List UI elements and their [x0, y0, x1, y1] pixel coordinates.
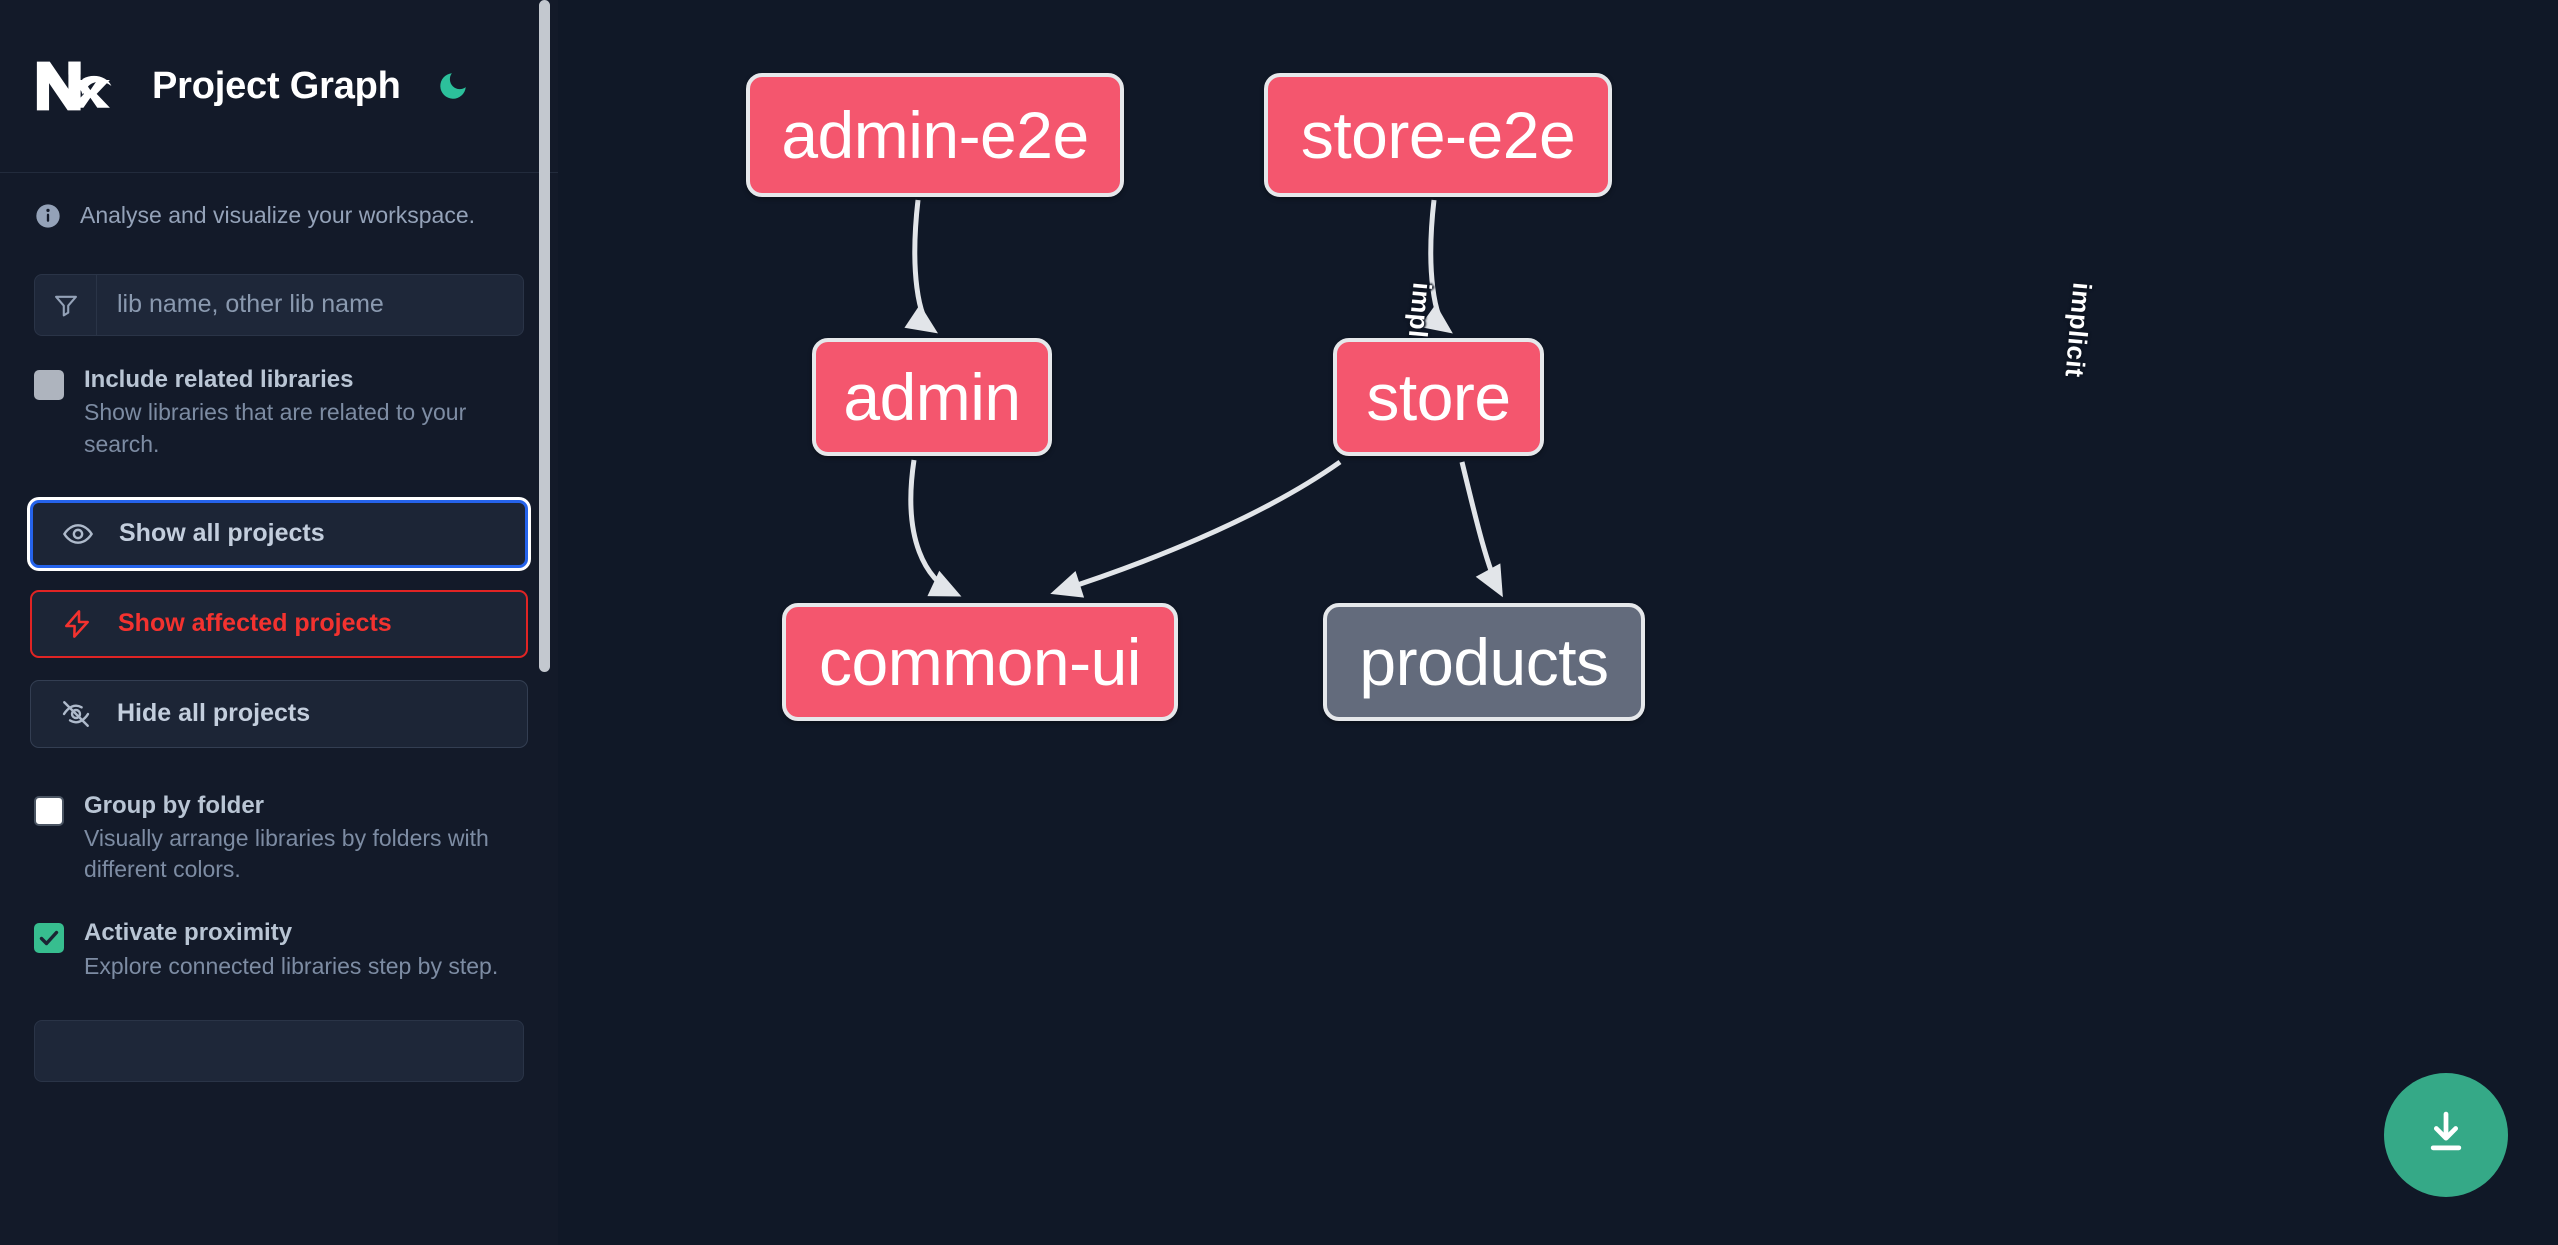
eye-icon: [61, 517, 95, 551]
graph-canvas[interactable]: implicit implicit admin-e2e store-e2e ad…: [558, 0, 2558, 1245]
graph-node-common-ui[interactable]: common-ui: [782, 603, 1178, 721]
edge-store-products: [1459, 461, 1503, 598]
lightning-bolt-icon: [60, 607, 94, 641]
show-affected-projects-button[interactable]: Show affected projects: [30, 589, 528, 658]
download-icon: [2419, 1106, 2473, 1165]
graph-node-store-e2e[interactable]: store-e2e: [1264, 73, 1612, 197]
graph-node-admin-e2e[interactable]: admin-e2e: [746, 73, 1124, 197]
show-all-projects-label: Show all projects: [119, 519, 325, 548]
option-description: Visually arrange libraries by folders wi…: [84, 825, 489, 883]
option-description: Explore connected libraries step by step…: [84, 952, 499, 979]
edge-store-e2e-store: [1419, 199, 1453, 334]
info-icon: [34, 202, 62, 230]
nx-logo-icon: [34, 57, 120, 115]
search-bar[interactable]: [34, 273, 524, 336]
project-action-buttons: Show all projects Show affected projects: [30, 499, 528, 748]
edge-store-common-ui: [1050, 459, 1342, 598]
checkbox-group-by-folder[interactable]: [34, 795, 64, 826]
edge-admin-e2e-admin: [904, 199, 938, 334]
graph-node-admin[interactable]: admin: [812, 338, 1052, 456]
hide-all-projects-button[interactable]: Hide all projects: [30, 679, 528, 748]
graph-edges: [904, 199, 1503, 598]
graph-node-products[interactable]: products: [1323, 603, 1645, 721]
tagline-text: Analyse and visualize your workspace.: [80, 202, 476, 228]
option-label: Include related libraries: [84, 365, 354, 393]
option-include-related-libraries[interactable]: Include related libraries Show libraries…: [0, 336, 558, 460]
checkbox-include-related-libraries[interactable]: [34, 369, 64, 400]
option-label: Group by folder: [84, 791, 264, 819]
tagline: Analyse and visualize your workspace.: [0, 173, 558, 231]
hide-all-projects-label: Hide all projects: [117, 699, 311, 728]
proximity-slider-placeholder[interactable]: [34, 1019, 524, 1082]
moon-icon[interactable]: [433, 66, 473, 106]
option-activate-proximity[interactable]: Activate proximity Explore connected lib…: [0, 885, 558, 982]
option-label: Activate proximity: [84, 919, 293, 947]
sidebar-header: Project Graph: [0, 0, 558, 173]
page-title: Project Graph: [152, 64, 401, 107]
show-affected-projects-label: Show affected projects: [118, 609, 392, 638]
download-button[interactable]: [2384, 1073, 2508, 1197]
edge-admin-common-ui: [908, 459, 962, 597]
eye-off-icon: [59, 697, 93, 731]
option-description: Show libraries that are related to your …: [84, 399, 467, 457]
filter-icon: [35, 274, 97, 335]
sidebar: Project Graph Analyse and visualize your…: [0, 0, 558, 1245]
sidebar-scrollbar[interactable]: [539, 0, 550, 672]
checkbox-activate-proximity[interactable]: [34, 923, 64, 954]
search-input[interactable]: [97, 274, 523, 335]
graph-node-store[interactable]: store: [1333, 338, 1544, 456]
show-all-projects-button[interactable]: Show all projects: [30, 499, 528, 568]
option-group-by-folder[interactable]: Group by folder Visually arrange librari…: [0, 748, 558, 886]
